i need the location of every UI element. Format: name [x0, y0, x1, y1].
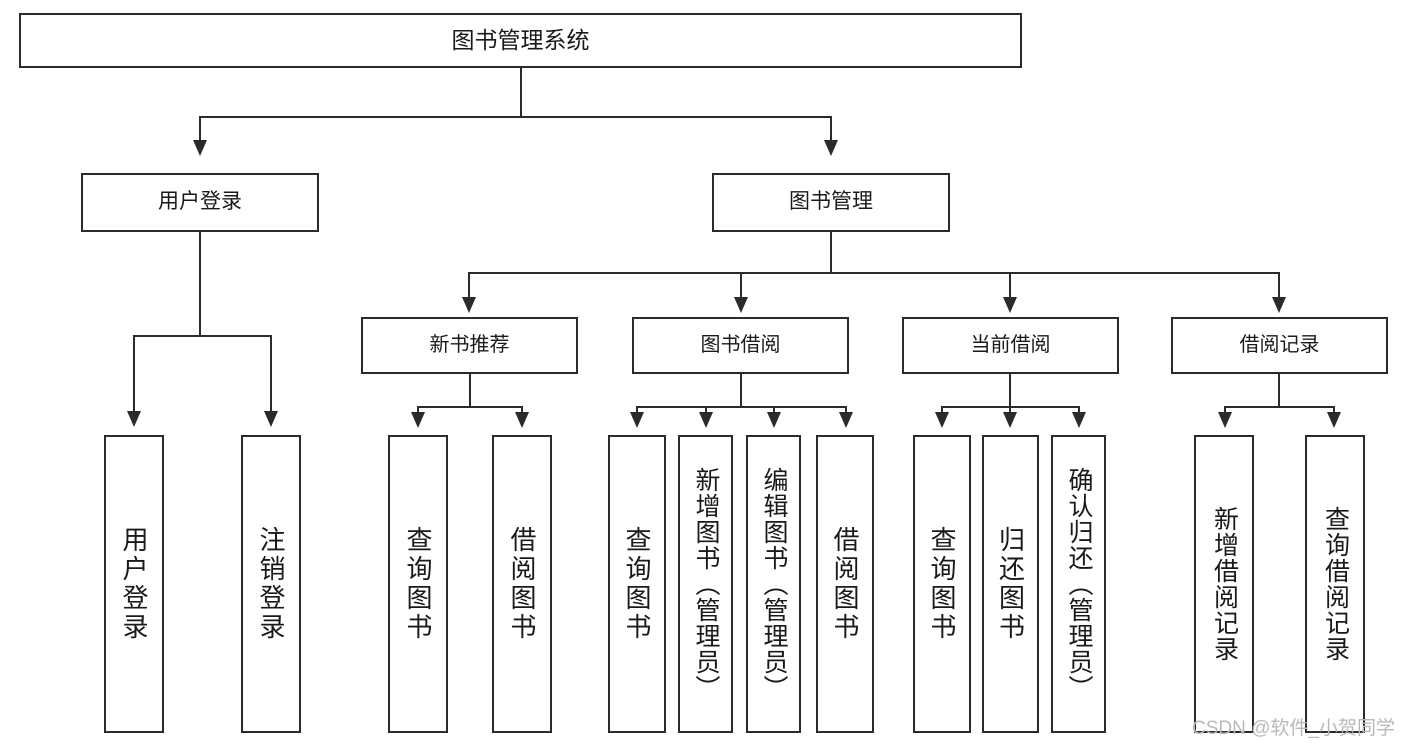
leaf-return-book[interactable]: 归还图书: [982, 435, 1039, 733]
leaf-query-book-current[interactable]: 查询图书: [913, 435, 971, 733]
node-label: 注销登录: [256, 526, 286, 642]
connector-root-to-book-management: [830, 116, 832, 142]
node-label: 查询图书: [927, 526, 957, 642]
node-label: 图书管理系统: [451, 26, 590, 53]
connector-to-current-borrow: [1009, 272, 1011, 299]
node-label: 编辑图书（管理员）: [760, 467, 788, 701]
connector-new-book-recommend-bar: [417, 406, 522, 408]
node-label: 确认归还（管理员）: [1065, 467, 1093, 701]
arrowhead-leaf-return-book: [1003, 412, 1017, 428]
node-label: 查询借阅记录: [1321, 506, 1350, 662]
leaf-query-borrow-record[interactable]: 查询借阅记录: [1305, 435, 1365, 733]
arrowhead-new-book-recommend: [462, 297, 476, 313]
connector-current-borrow-stem: [1009, 374, 1011, 408]
connector-bb-to-leaf-3: [773, 406, 775, 414]
node-label: 归还图书: [995, 526, 1026, 642]
connector-new-book-recommend-stem: [469, 374, 471, 408]
leaf-user-login[interactable]: 用户登录: [104, 435, 164, 733]
connector-br-to-leaf-1: [1224, 406, 1226, 414]
arrowhead-leaf-query-book-2: [630, 412, 644, 428]
node-current-borrow[interactable]: 当前借阅: [902, 317, 1119, 374]
leaf-query-book-recommend[interactable]: 查询图书: [388, 435, 448, 733]
connector-user-login-stem: [199, 232, 201, 336]
arrowhead-leaf-query-borrow-record: [1327, 412, 1341, 428]
arrowhead-leaf-user-login: [127, 411, 141, 427]
node-label: 查询图书: [622, 526, 652, 642]
arrowhead-leaf-borrow-book-1: [515, 412, 529, 428]
leaf-confirm-return-admin[interactable]: 确认归还（管理员）: [1051, 435, 1106, 733]
connector-cb-to-leaf-3: [1078, 406, 1080, 414]
node-label: 图书管理: [789, 190, 873, 214]
arrowhead-leaf-add-borrow-record: [1218, 412, 1232, 428]
connector-to-borrow-record: [1278, 272, 1280, 299]
arrowhead-leaf-user-logout: [264, 411, 278, 427]
arrowhead-user-login: [193, 140, 207, 156]
connector-cb-to-leaf-2: [1009, 406, 1011, 414]
connector-bb-to-leaf-2: [705, 406, 707, 414]
connector-br-to-leaf-2: [1333, 406, 1335, 414]
connector-user-login-to-leaf-1: [133, 335, 135, 413]
connector-user-login-to-leaf-2: [270, 335, 272, 413]
arrowhead-current-borrow: [1003, 297, 1017, 313]
connector-book-management-bar: [468, 272, 1280, 274]
connector-book-management-stem: [830, 232, 832, 273]
connector-root-bar: [199, 116, 832, 118]
connector-to-book-borrow: [740, 272, 742, 299]
connector-nbr-to-leaf-1: [417, 406, 419, 414]
node-label: 当前借阅: [970, 333, 1051, 356]
node-label: 查询图书: [403, 526, 433, 642]
arrowhead-leaf-query-book-3: [935, 412, 949, 428]
node-label: 新增借阅记录: [1210, 506, 1239, 662]
leaf-borrow-book-recommend[interactable]: 借阅图书: [492, 435, 552, 733]
arrowhead-leaf-borrow-book-2: [839, 412, 853, 428]
connector-cb-to-leaf-1: [941, 406, 943, 414]
connector-borrow-record-bar: [1224, 406, 1334, 408]
leaf-user-logout[interactable]: 注销登录: [241, 435, 301, 733]
leaf-query-book-borrow[interactable]: 查询图书: [608, 435, 666, 733]
arrowhead-leaf-confirm-return-admin: [1072, 412, 1086, 428]
connector-root-to-user-login: [199, 116, 201, 142]
node-label: 用户登录: [158, 190, 242, 214]
node-label: 借阅图书: [830, 526, 860, 642]
connector-user-login-bar: [133, 335, 272, 337]
leaf-add-book-admin[interactable]: 新增图书（管理员）: [678, 435, 733, 733]
leaf-add-borrow-record[interactable]: 新增借阅记录: [1194, 435, 1254, 733]
leaf-edit-book-admin[interactable]: 编辑图书（管理员）: [746, 435, 801, 733]
node-label: 图书借阅: [700, 333, 781, 356]
arrowhead-leaf-add-book-admin: [699, 412, 713, 428]
connector-bb-to-leaf-1: [636, 406, 638, 414]
connector-book-borrow-stem: [740, 374, 742, 408]
connector-bb-to-leaf-4: [845, 406, 847, 414]
connector-book-borrow-bar: [636, 406, 847, 408]
node-book-management[interactable]: 图书管理: [712, 173, 950, 232]
arrowhead-borrow-record: [1272, 297, 1286, 313]
arrowhead-leaf-query-book-1: [411, 412, 425, 428]
arrowhead-leaf-edit-book-admin: [767, 412, 781, 428]
node-book-borrow[interactable]: 图书借阅: [632, 317, 849, 374]
node-label: 新书推荐: [429, 333, 510, 356]
node-label: 借阅图书: [507, 526, 537, 642]
node-label: 借阅记录: [1239, 333, 1320, 356]
connector-nbr-to-leaf-2: [521, 406, 523, 414]
arrowhead-book-management: [824, 140, 838, 156]
node-borrow-record[interactable]: 借阅记录: [1171, 317, 1388, 374]
connector-borrow-record-stem: [1278, 374, 1280, 408]
node-new-book-recommend[interactable]: 新书推荐: [361, 317, 578, 374]
node-book-management-system[interactable]: 图书管理系统: [19, 13, 1022, 68]
node-label: 新增图书（管理员）: [692, 467, 720, 701]
arrowhead-book-borrow: [734, 297, 748, 313]
connector-root-stem: [520, 68, 522, 117]
node-label: 用户登录: [119, 526, 149, 642]
node-user-login[interactable]: 用户登录: [81, 173, 319, 232]
connector-to-new-book-recommend: [468, 272, 470, 299]
leaf-borrow-book-borrow[interactable]: 借阅图书: [816, 435, 874, 733]
